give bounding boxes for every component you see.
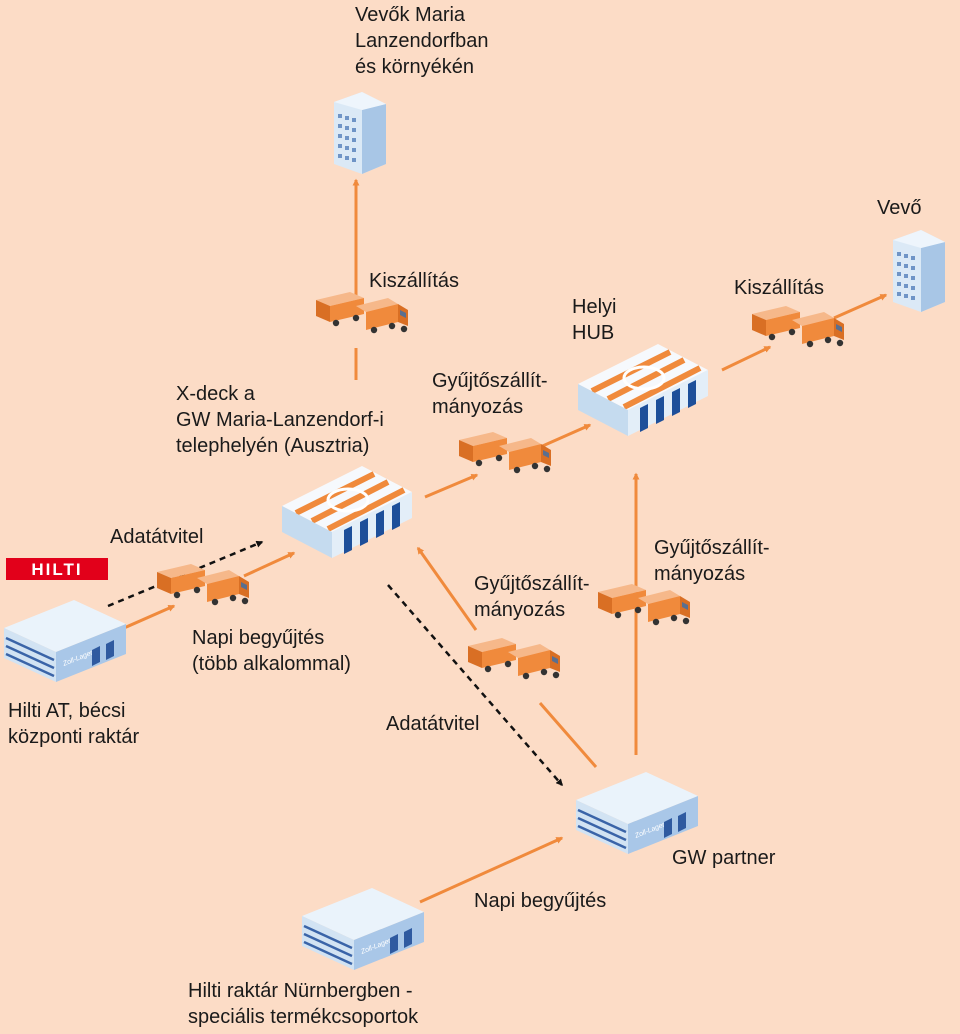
label-gw-partner: GW partner: [672, 847, 776, 869]
arrow-hub-to-truck: [721, 345, 772, 372]
truck-icon-kiszallitas-1: [316, 292, 408, 334]
xdeck-hub-icon: [282, 466, 412, 558]
label-napi-begyujtes-2: Napi begyűjtés: [474, 890, 606, 912]
arrow-truck-to-xdeck: [243, 551, 296, 578]
customers-top-building-icon: [334, 92, 386, 174]
truck-icon-gyujto-3: [468, 638, 560, 680]
dashed-arrow-hilti-to-xdeck: [107, 540, 264, 608]
arrow-line-partner-up-left: [538, 702, 598, 768]
arrow-nurnberg-to-partner: [419, 836, 564, 904]
label-gyujto-2: Gyűjtőszállít- mányozás: [654, 537, 775, 585]
data-transfer-arrows: [107, 540, 563, 787]
label-nurnberg: Hilti raktár Nürnbergben - speciális ter…: [188, 980, 419, 1028]
label-xdeck: X-deck a GW Maria-Lanzendorf-i telephely…: [176, 383, 389, 457]
dashed-arrow-xdeck-to-partner: [387, 584, 563, 787]
label-kiszallitas-1: Kiszállítás: [369, 270, 459, 292]
label-adatatvitel-1: Adatátvitel: [110, 526, 203, 548]
arrow-xdeck-to-truck: [424, 473, 479, 499]
label-gyujto-3: Gyűjtőszállít- mányozás: [474, 573, 595, 621]
gw-partner-warehouse-icon: [574, 770, 700, 856]
truck-icon-gyujto-1: [459, 432, 551, 474]
arrow-to-vevo: [833, 293, 888, 320]
label-napi-begyujtes: Napi begyűjtés (több alkalommal): [192, 627, 351, 675]
label-adatatvitel-2: Adatátvitel: [386, 713, 479, 735]
label-vevo: Vevő: [877, 197, 921, 219]
nurnberg-warehouse-icon: [300, 886, 426, 972]
hilti-logo: HILTI: [6, 558, 108, 580]
truck-icon-kiszallitas-2: [752, 306, 844, 348]
label-customers-top: Vevők Maria Lanzendorfban és környékén: [355, 4, 494, 78]
truck-icon-napi: [157, 564, 249, 606]
helyi-hub-icon: [578, 344, 708, 436]
truck-icon-gyujto-2: [598, 584, 690, 626]
label-helyi-hub: Helyi HUB: [572, 296, 622, 344]
flow-arrows: [123, 178, 888, 904]
arrow-to-hub: [537, 423, 592, 450]
hilti-at-warehouse-icon: [2, 598, 128, 684]
svg-text:HILTI: HILTI: [31, 560, 82, 579]
label-gyujto-1: Gyűjtőszállít- mányozás: [432, 370, 553, 418]
arrow-hilti-to-truck: [123, 604, 176, 630]
label-hilti-at: Hilti AT, bécsi központi raktár: [8, 700, 140, 748]
vevo-building-icon: [893, 230, 945, 312]
label-kiszallitas-2: Kiszállítás: [734, 277, 824, 299]
arrow-to-xdeck-from-partner: [416, 546, 478, 631]
